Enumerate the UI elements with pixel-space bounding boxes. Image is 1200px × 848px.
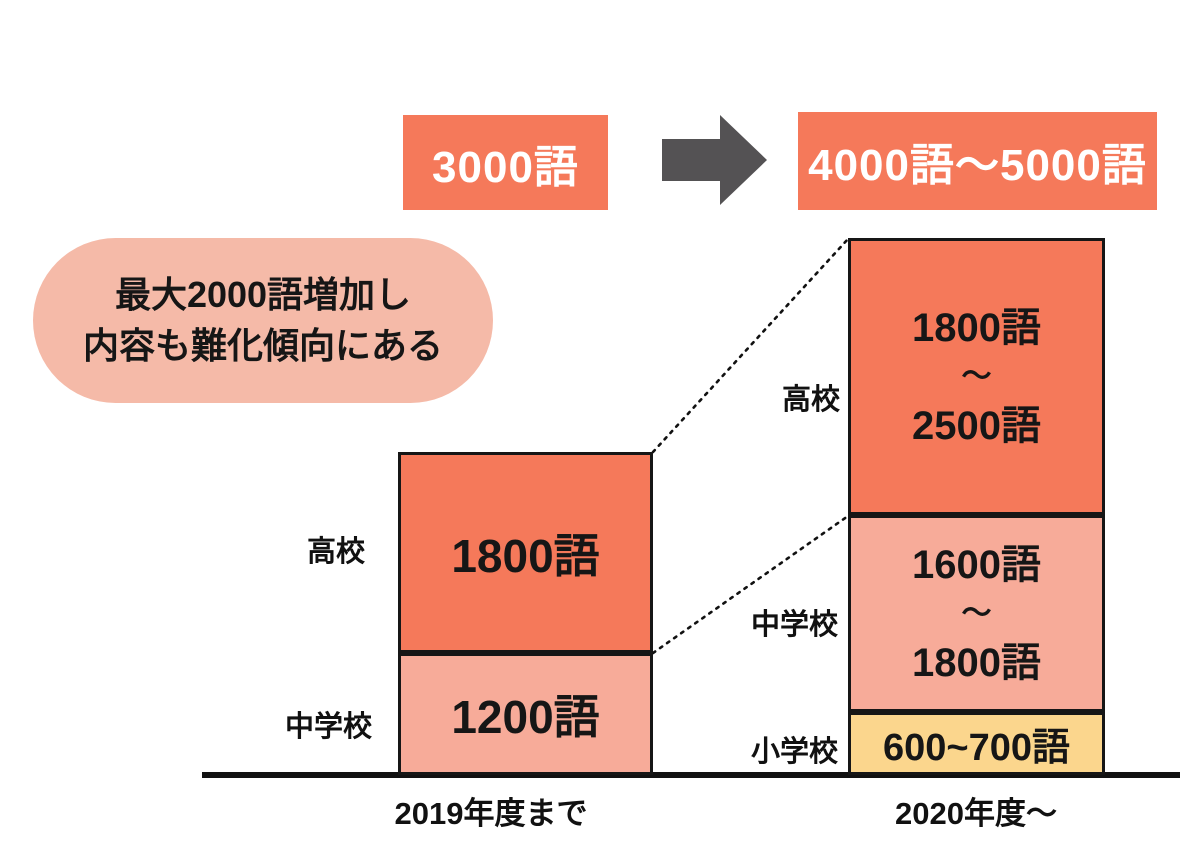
bar-2020-highschool-min: 1800語 bbox=[912, 305, 1041, 350]
bar-2019-highschool-value: 1800語 bbox=[451, 529, 600, 582]
total-before-box: 3000語 bbox=[403, 115, 608, 210]
bar-2020-highschool-max: 2500語 bbox=[912, 403, 1041, 448]
bar-2019-juniorhigh-value: 1200語 bbox=[451, 691, 600, 743]
x-axis-baseline bbox=[202, 772, 1180, 778]
group-label-2019-juniorhigh: 中学校 bbox=[284, 711, 372, 743]
annotation-callout: 最大2000語増加し 内容も難化傾向にある bbox=[33, 238, 493, 403]
axis-label-2019: 2019年度まで bbox=[394, 796, 588, 831]
bar-2020-juniorhigh-tilde: 〜 bbox=[961, 596, 992, 630]
group-label-2020-juniorhigh: 中学校 bbox=[750, 609, 838, 641]
bar-2020-highschool-segment: 1800語 〜 2500語 bbox=[848, 238, 1105, 515]
connector-top bbox=[651, 237, 850, 454]
bar-2020-juniorhigh-min: 1600語 bbox=[912, 542, 1041, 587]
bar-2019-juniorhigh-segment: 1200語 bbox=[398, 653, 653, 775]
bar-2020-juniorhigh-max: 1800語 bbox=[912, 640, 1041, 685]
bar-2020-highschool-tilde: 〜 bbox=[961, 359, 992, 393]
annotation-line-2: 内容も難化傾向にある bbox=[82, 324, 443, 366]
group-label-2020-highschool: 高校 bbox=[781, 384, 840, 416]
annotation-line-1: 最大2000語増加し bbox=[114, 274, 412, 316]
bar-2020-elementary-segment: 600~700語 bbox=[848, 712, 1105, 775]
bar-2020-juniorhigh-segment: 1600語 〜 1800語 bbox=[848, 515, 1105, 712]
axis-label-2020: 2020年度〜 bbox=[895, 796, 1057, 831]
group-label-2020-elementary: 小学校 bbox=[750, 736, 838, 768]
bar-2020-elementary-value: 600~700語 bbox=[883, 727, 1070, 769]
group-label-2019-highschool: 高校 bbox=[306, 536, 365, 568]
right-arrow-icon bbox=[662, 112, 767, 208]
bar-2019-highschool-segment: 1800語 bbox=[398, 452, 653, 653]
total-after-box: 4000語〜5000語 bbox=[798, 112, 1157, 210]
